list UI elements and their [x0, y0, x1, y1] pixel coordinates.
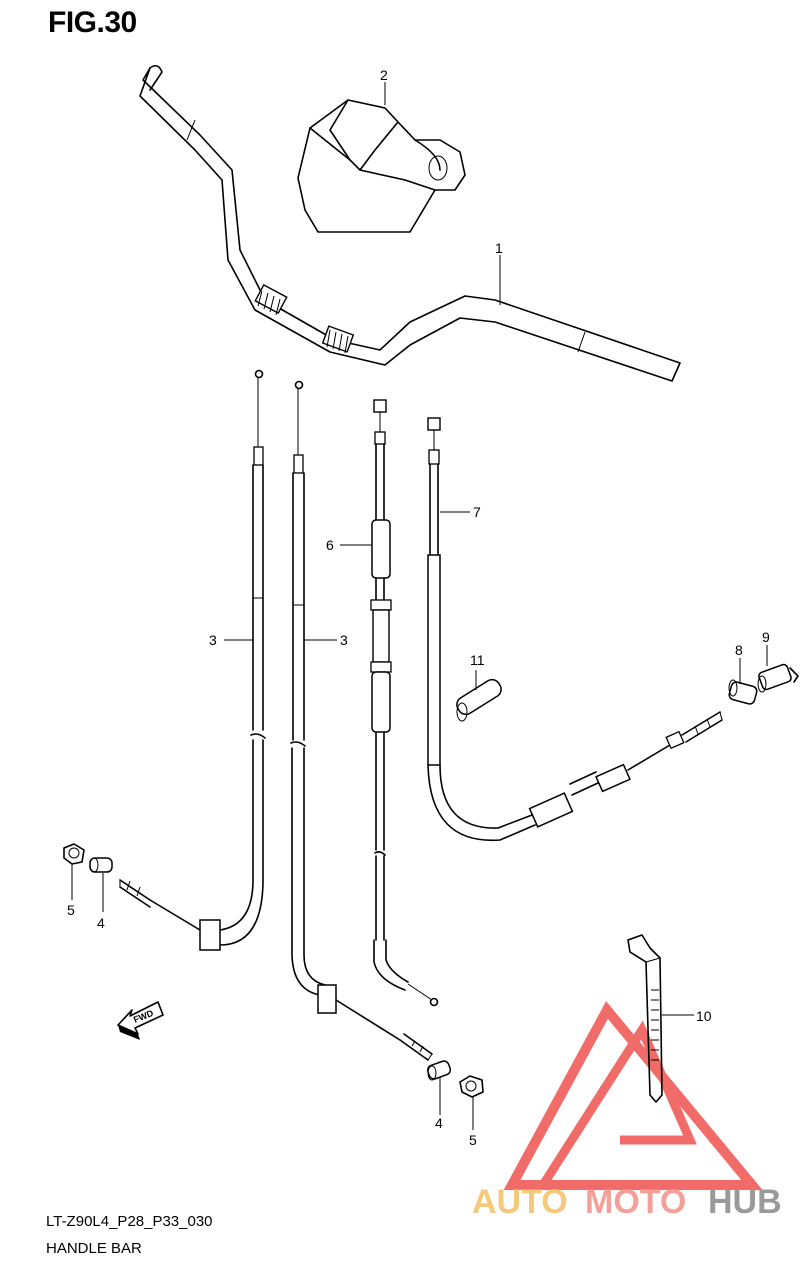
cable-sleeve-part-4-right: [426, 1060, 452, 1081]
handle-bar-part: [139, 64, 681, 382]
callout-8: 8: [735, 642, 743, 658]
brake-cable-part: [370, 399, 439, 1007]
knurled-grip-left: [254, 284, 288, 316]
watermark-moto: MOTO: [585, 1183, 686, 1221]
watermark-text: AUTO MOTO HUB: [472, 1183, 782, 1221]
callout-4-right: 4: [435, 1115, 443, 1131]
handle-cover-part: [297, 99, 466, 233]
diagram-code: LT-Z90L4_P28_P33_030: [46, 1213, 213, 1230]
watermark-hub: HUB: [708, 1183, 782, 1221]
callout-5-right: 5: [469, 1132, 477, 1148]
diagram-name: HANDLE BAR: [46, 1240, 142, 1257]
watermark-auto: AUTO: [472, 1183, 568, 1221]
callout-11: 11: [470, 652, 485, 668]
cable-sleeve-part-4-left: [89, 857, 113, 873]
throttle-cable-right-part: [290, 380, 433, 1061]
callout-7: 7: [473, 504, 481, 520]
cable-boot-part-8: [728, 679, 758, 705]
callout-2: 2: [380, 67, 388, 83]
callout-4-left: 4: [97, 915, 105, 931]
choke-cable-part: [427, 417, 723, 842]
leader-lines: [71, 82, 768, 1130]
callout-6: 6: [326, 537, 334, 553]
callout-10: 10: [696, 1008, 712, 1024]
throttle-cable-left-part: [119, 369, 266, 951]
clamp-part-11: [456, 678, 502, 722]
callout-3-left: 3: [209, 632, 217, 648]
forward-arrow-icon: FWD: [117, 1001, 164, 1040]
knurled-grip-right: [321, 325, 355, 354]
callout-1: 1: [495, 240, 503, 256]
figure-title: FIG.30: [48, 6, 137, 39]
nut-part-5-right: [459, 1075, 484, 1098]
callout-5-left: 5: [67, 902, 75, 918]
callout-3-right: 3: [340, 632, 348, 648]
tie-band-part-10: [627, 934, 663, 1103]
cable-end-part-9: [757, 663, 799, 693]
watermark-logo-icon: [503, 1001, 763, 1190]
callout-9: 9: [762, 629, 770, 645]
nut-part-5-left: [63, 843, 85, 865]
